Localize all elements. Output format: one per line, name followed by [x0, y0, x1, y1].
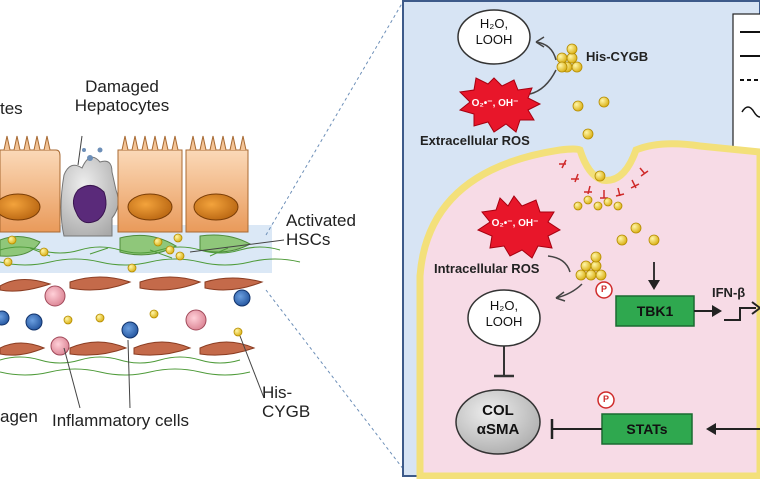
col-asma-node [455, 389, 541, 455]
tbk1-label: TBK1 [636, 303, 674, 319]
his-label-line2: CYGB [262, 401, 311, 421]
collagen-label: agen [0, 407, 38, 426]
phospho-letter: P [600, 284, 607, 294]
activated-label-line1: Activated [286, 211, 356, 230]
hepatocyte-cell [117, 135, 183, 233]
col-asma-text: COL αSMA [456, 402, 540, 440]
h2o-looh-product-top [457, 9, 531, 65]
left-tissue-illustration [0, 0, 405, 471]
his-cygb-cluster-inner [575, 251, 607, 281]
intracellular-ros-label: Intracellular ROS [434, 261, 540, 276]
phospho-marker [597, 391, 615, 409]
ifn-gene-promoter [724, 307, 756, 321]
zoom-guide-line [265, 0, 405, 236]
legend-box [732, 13, 760, 163]
activated-hscs-label: Activated HSCs [286, 211, 356, 249]
hepatocyte-cell [185, 135, 249, 233]
his-cygb-particles [572, 96, 660, 246]
h2o-top-line2: LOOH [475, 31, 513, 47]
damaged-hepatocyte [60, 147, 119, 237]
his-cygb-particles [3, 233, 243, 337]
membrane-receptors [559, 159, 649, 199]
h2o-mid-line1: H₂O, [489, 298, 519, 313]
ifn-beta-label: IFN-β [712, 285, 746, 300]
hepatocyte-cell [0, 135, 61, 233]
damaged-label-line2: Hepatocytes [74, 95, 170, 115]
inflammatory-cells-label: Inflammatory cells [52, 411, 189, 430]
damaged-hepatocytes-label: Damaged Hepatocytes [62, 77, 182, 115]
h2o-mid-line2: LOOH [485, 313, 523, 329]
his-cygb-cluster-top [556, 43, 583, 73]
stats-label: STATs [626, 421, 668, 437]
h2o-looh-mid-text: H₂O, LOOH [468, 298, 540, 329]
his-label-line1: His- [262, 383, 293, 402]
hepatocytes-label: tes [0, 99, 23, 118]
scavenging-arrow [535, 41, 557, 61]
extracellular-ros-label: Extracellular ROS [420, 133, 530, 148]
ros-burst-extracellular [458, 77, 542, 133]
label-pointers [63, 135, 285, 409]
endothelial-cells [0, 276, 264, 356]
activated-hsc-cells [0, 234, 252, 257]
h2o-top-line1: H₂O, [479, 16, 509, 31]
ros-species-top: O₂•⁻, OH⁻ [471, 98, 519, 109]
ros-species-inner: O₂•⁻, OH⁻ [491, 218, 539, 229]
right-mechanism-panel [402, 0, 760, 479]
his-cygb-label-right: His-CYGB [586, 49, 649, 64]
h2o-looh-top-text: H₂O, LOOH [458, 16, 530, 47]
col-line1: COL [482, 402, 514, 419]
his-cygb-label-left: His- CYGB [262, 383, 311, 421]
phospho-letter: P [602, 394, 609, 404]
zoom-guide-line [265, 289, 405, 471]
col-line2: αSMA [476, 420, 520, 438]
ros-burst-intracellular [476, 195, 561, 259]
tbk1-box [615, 295, 695, 327]
damaged-label-line1: Damaged [85, 77, 159, 96]
activated-label-line2: HSCs [286, 229, 331, 249]
phospho-marker [595, 281, 613, 299]
